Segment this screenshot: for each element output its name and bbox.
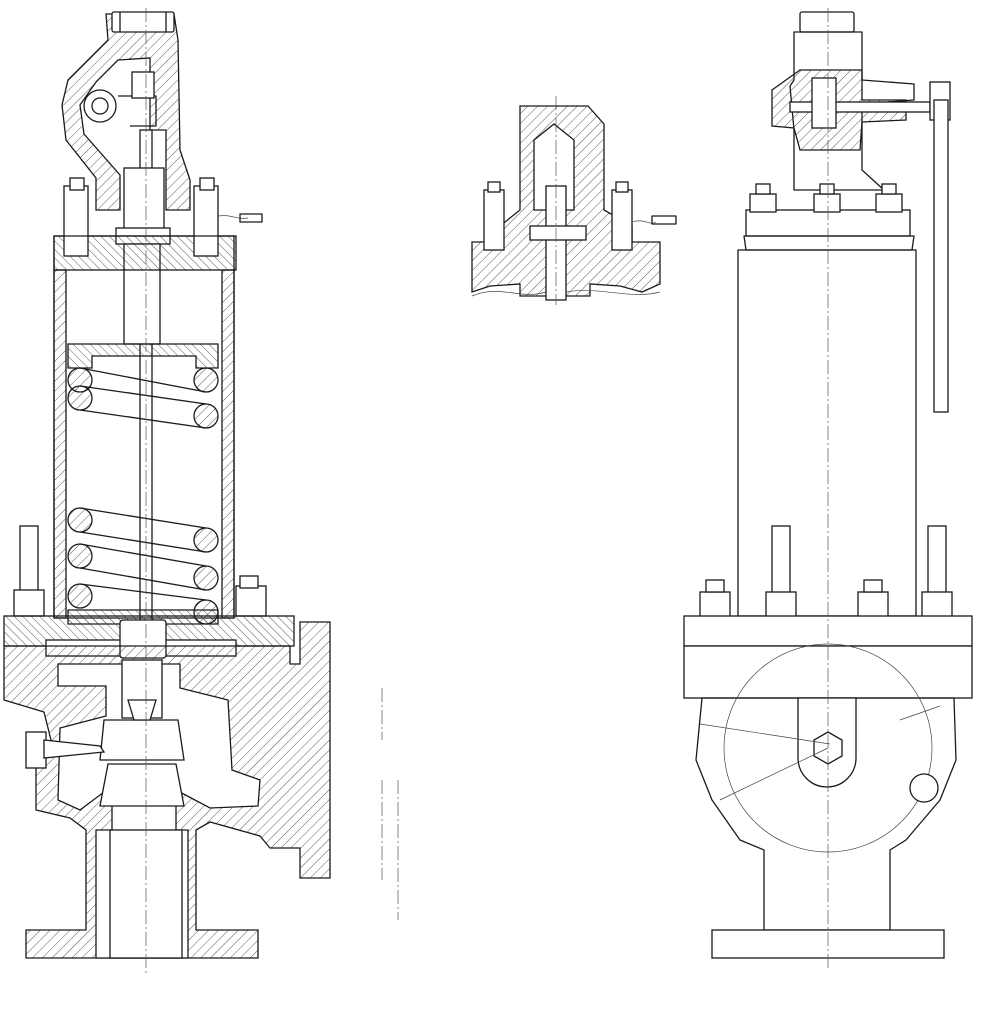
spring-housing — [53, 235, 235, 619]
bonnet-cap — [61, 11, 191, 211]
detail-view — [471, 96, 677, 305]
section-view — [3, 8, 399, 975]
valve-body — [3, 621, 331, 959]
side-view — [683, 8, 973, 968]
